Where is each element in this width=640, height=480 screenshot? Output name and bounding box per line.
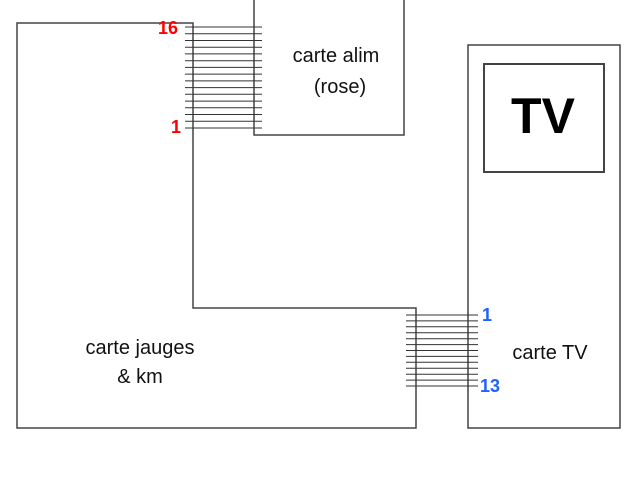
- pin-label-1-alim: 1: [171, 117, 181, 137]
- tv-board-label: carte TV: [512, 342, 588, 364]
- ribbon-cable-tv: [406, 314, 478, 387]
- alim-label-line1: carte alim: [293, 45, 380, 67]
- alim-label-line2: (rose): [314, 76, 366, 98]
- ribbon-cable-alim: [185, 26, 262, 129]
- pin-label-16: 16: [158, 18, 178, 38]
- pin-label-1-tv: 1: [482, 305, 492, 325]
- jauges-label-line2: & km: [117, 366, 163, 388]
- tv-screen-label: TV: [511, 88, 576, 144]
- jauges-label-line1: carte jauges: [86, 337, 195, 359]
- jauges-board: [16, 22, 417, 429]
- tv-board: [467, 44, 621, 429]
- pin-label-13: 13: [480, 376, 500, 396]
- alim-board: [253, 0, 405, 136]
- tv-screen: [483, 63, 605, 173]
